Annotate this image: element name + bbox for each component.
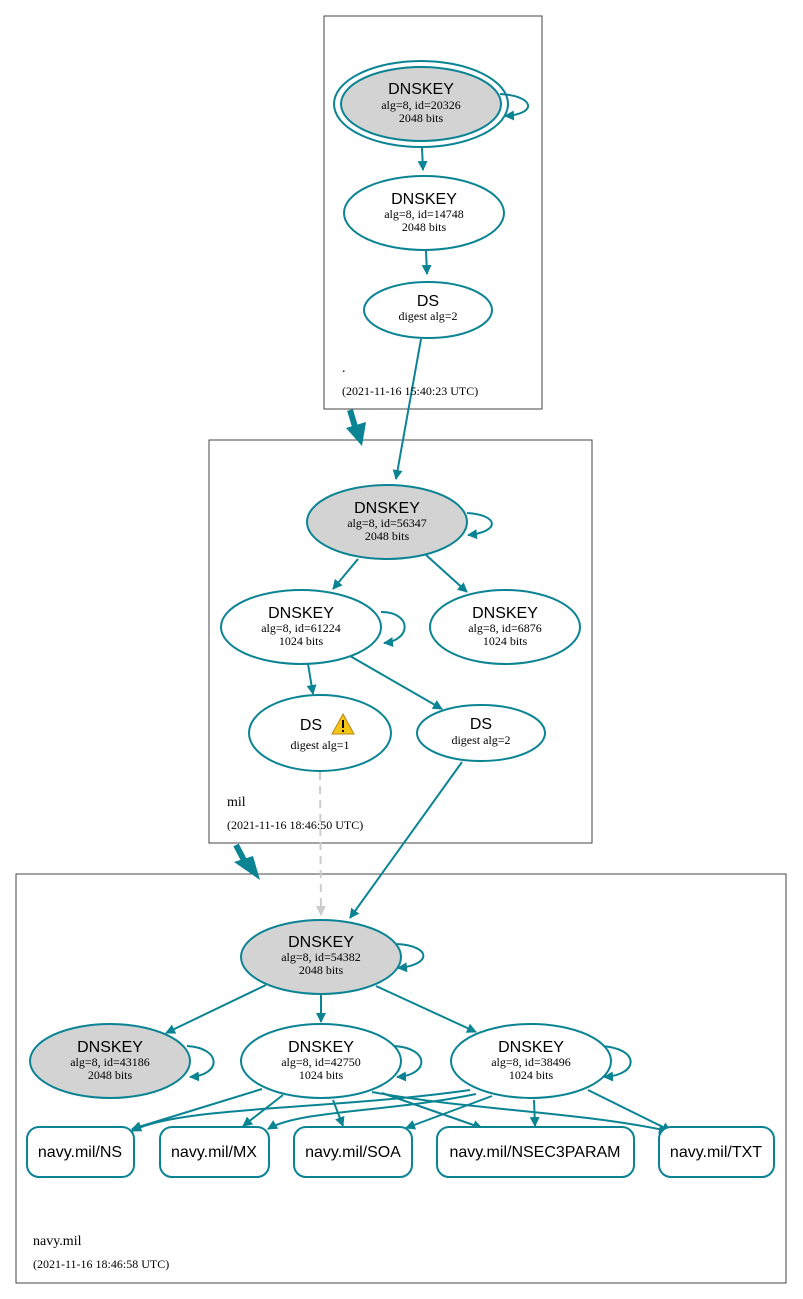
node-title: DNSKEY xyxy=(391,191,457,208)
node-title: DNSKEY xyxy=(498,1039,564,1056)
edge-root-ds-to-mil-ksk xyxy=(392,338,422,480)
edge-mil-ds2-to-navy-ksk xyxy=(349,761,463,919)
node-detail: alg=8, id=61224 xyxy=(261,621,341,635)
edge-navy-ksk-to-43186 xyxy=(165,984,267,1034)
node-navy-dnskey-42750[interactable]: DNSKEY alg=8, id=42750 1024 bits xyxy=(240,1023,402,1099)
zone-mil-timestamp: (2021-11-16 18:46:50 UTC) xyxy=(227,818,363,832)
edge-root-zsk-to-ds xyxy=(421,250,432,275)
node-detail: 2048 bits xyxy=(88,1068,133,1082)
edge-navy-ksk-to-38496 xyxy=(375,985,477,1033)
edge-root-ksk-to-zsk xyxy=(417,147,428,171)
edge-42750-to-txt xyxy=(371,1091,669,1134)
node-detail: 1024 bits xyxy=(279,634,324,648)
rrset-label: navy.mil/TXT xyxy=(670,1144,762,1161)
zone-root-name: . xyxy=(342,361,346,376)
node-detail: alg=8, id=43186 xyxy=(70,1055,150,1069)
rrset-navy-txt[interactable]: navy.mil/TXT xyxy=(658,1126,775,1178)
node-detail: 1024 bits xyxy=(483,634,528,648)
delegation-arrow-root-mil xyxy=(346,409,366,446)
node-title: DS xyxy=(470,716,492,733)
zone-root-timestamp: (2021-11-16 15:40:23 UTC) xyxy=(342,384,478,398)
node-title: DNSKEY xyxy=(354,500,420,517)
zone-navy-timestamp: (2021-11-16 18:46:58 UTC) xyxy=(33,1257,169,1271)
edge-mil-ds1-to-navy-ksk-insecure xyxy=(315,771,326,916)
node-root-ksk[interactable]: DNSKEY alg=8, id=20326 2048 bits xyxy=(333,60,509,148)
edge-38496-to-soa xyxy=(405,1095,493,1130)
node-detail: 1024 bits xyxy=(299,1068,344,1082)
node-mil-zsk-6876[interactable]: DNSKEY alg=8, id=6876 1024 bits xyxy=(429,589,581,665)
node-root-ds[interactable]: DS digest alg=2 xyxy=(363,281,493,339)
rrset-navy-nsec3param[interactable]: navy.mil/NSEC3PARAM xyxy=(436,1126,635,1178)
edge-38496-to-mx xyxy=(267,1093,477,1130)
edge-mil-ksk-to-zsk1 xyxy=(332,558,359,590)
rrset-navy-ns[interactable]: navy.mil/NS xyxy=(26,1126,135,1178)
zone-navy-name: navy.mil xyxy=(33,1234,82,1249)
rrset-label: navy.mil/SOA xyxy=(305,1144,401,1161)
node-detail: alg=8, id=6876 xyxy=(468,621,542,635)
node-title: DNSKEY xyxy=(288,1039,354,1056)
node-detail: 1024 bits xyxy=(509,1068,554,1082)
node-title: DNSKEY xyxy=(268,605,334,622)
node-title: DNSKEY xyxy=(77,1039,143,1056)
node-detail: digest alg=2 xyxy=(398,309,457,323)
edge-38496-to-txt xyxy=(587,1089,672,1132)
node-root-zsk[interactable]: DNSKEY alg=8, id=14748 2048 bits xyxy=(343,175,505,251)
edge-42750-to-mx xyxy=(242,1094,284,1127)
edge-mil-zsk1-to-ds1 xyxy=(306,663,317,695)
node-detail: 2048 bits xyxy=(299,963,344,977)
rrset-label: navy.mil/NSEC3PARAM xyxy=(450,1144,621,1161)
edge-38496-to-nsec3param xyxy=(529,1099,540,1127)
node-detail: digest alg=1 xyxy=(290,738,349,752)
node-detail: alg=8, id=38496 xyxy=(491,1055,571,1069)
edge-38496-to-ns xyxy=(131,1089,471,1132)
warning-icon xyxy=(331,712,355,735)
node-title: DS xyxy=(300,717,322,734)
edge-mil-zsk1-self xyxy=(380,611,406,648)
node-detail: alg=8, id=42750 xyxy=(281,1055,361,1069)
node-title: DNSKEY xyxy=(388,81,454,98)
node-detail: alg=8, id=54382 xyxy=(281,950,361,964)
node-title: DNSKEY xyxy=(472,605,538,622)
node-navy-dnskey-43186[interactable]: DNSKEY alg=8, id=43186 2048 bits xyxy=(29,1023,191,1099)
edge-mil-zsk1-to-ds2 xyxy=(349,655,443,710)
node-detail: 2048 bits xyxy=(365,529,410,543)
node-title: DNSKEY xyxy=(288,934,354,951)
delegation-arrow-mil-navy xyxy=(233,843,260,880)
rrset-label: navy.mil/NS xyxy=(38,1144,122,1161)
edge-root-ksk-self xyxy=(499,93,529,121)
node-mil-ds-digest2[interactable]: DS digest alg=2 xyxy=(416,704,546,762)
node-detail: 2048 bits xyxy=(402,220,447,234)
edge-43186-self xyxy=(186,1045,215,1082)
edge-42750-self xyxy=(393,1045,423,1082)
rrset-label: navy.mil/MX xyxy=(171,1144,257,1161)
edge-38496-self xyxy=(600,1045,632,1082)
rrset-navy-mx[interactable]: navy.mil/MX xyxy=(159,1126,270,1178)
node-mil-zsk-61224[interactable]: DNSKEY alg=8, id=61224 1024 bits xyxy=(220,589,382,665)
node-navy-ksk[interactable]: DNSKEY alg=8, id=54382 2048 bits xyxy=(240,919,402,995)
zone-mil-name: mil xyxy=(227,795,246,810)
node-detail: digest alg=2 xyxy=(451,733,510,747)
node-navy-dnskey-38496[interactable]: DNSKEY alg=8, id=38496 1024 bits xyxy=(450,1023,612,1099)
edge-navy-ksk-self xyxy=(396,943,425,973)
node-detail: 2048 bits xyxy=(399,111,444,125)
edge-mil-ksk-to-zsk2 xyxy=(425,554,468,593)
node-title: DS xyxy=(417,293,439,310)
edge-mil-ksk-self xyxy=(466,512,493,540)
rrset-navy-soa[interactable]: navy.mil/SOA xyxy=(293,1126,413,1178)
node-detail: alg=8, id=14748 xyxy=(384,207,464,221)
node-detail: alg=8, id=56347 xyxy=(347,516,427,530)
node-mil-ksk[interactable]: DNSKEY alg=8, id=56347 2048 bits xyxy=(306,484,468,560)
node-detail: alg=8, id=20326 xyxy=(381,98,461,112)
node-mil-ds-digest1[interactable]: DS digest alg=1 xyxy=(248,694,392,772)
